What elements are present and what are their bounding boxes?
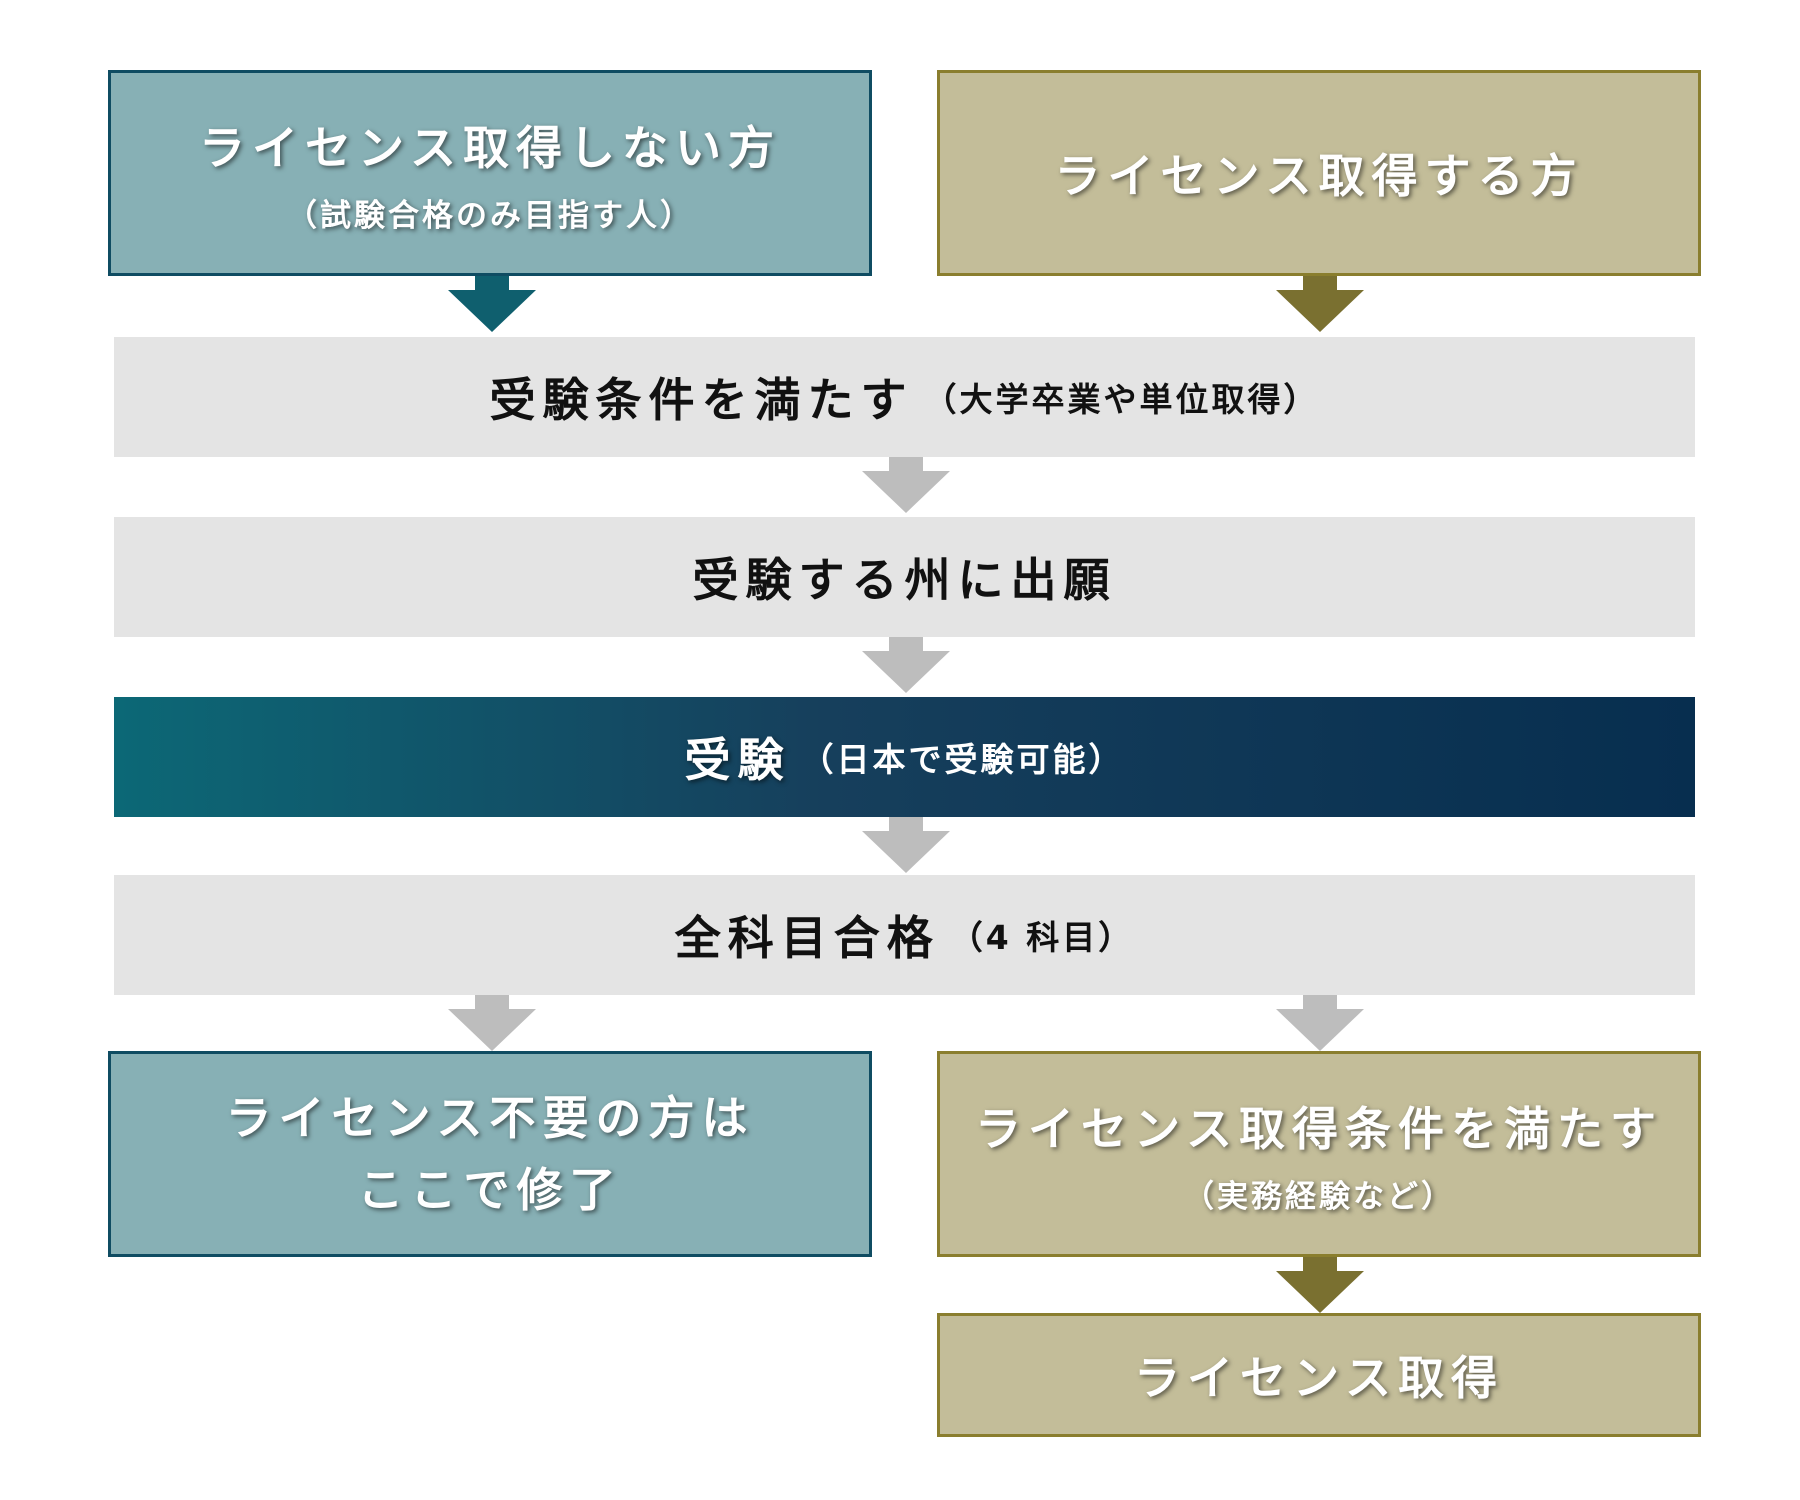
step-eligibility-note: （大学卒業や単位取得）: [923, 380, 1320, 419]
box-license-requirements-subtitle: （実務経験など）: [1183, 1178, 1455, 1215]
arrow-down-grey-right: [1276, 995, 1364, 1051]
box-no-license-subtitle: （試験合格のみ目指す人）: [286, 197, 694, 234]
box-no-license-title: ライセンス取得しない方: [198, 120, 782, 175]
step-exam: 受験 （日本で受験可能）: [114, 697, 1695, 817]
step-apply-state: 受験する州に出願: [114, 517, 1695, 637]
step-pass-all-title: 全科目合格: [674, 911, 940, 965]
box-no-license: ライセンス取得しない方 （試験合格のみ目指す人）: [108, 70, 872, 276]
box-finish-line1: ライセンス不要の方は: [225, 1091, 755, 1145]
step-apply-state-title: 受験する州に出願: [692, 553, 1117, 607]
step-exam-note: （日本で受験可能）: [800, 740, 1125, 779]
box-license-obtained-title: ライセンス取得: [1133, 1351, 1505, 1405]
arrow-down-grey-1: [862, 457, 950, 513]
step-pass-all: 全科目合格 （4 科目）: [114, 875, 1695, 995]
arrow-down-teal: [448, 276, 536, 332]
step-eligibility-title: 受験条件を満たす: [489, 373, 914, 427]
box-license: ライセンス取得する方: [937, 70, 1701, 276]
box-finish-line2: ここで修了: [357, 1163, 623, 1217]
arrow-down-grey-left: [448, 995, 536, 1051]
box-license-requirements-title: ライセンス取得条件を満たす: [974, 1101, 1664, 1156]
arrow-down-khaki: [1276, 276, 1364, 332]
box-license-title: ライセンス取得する方: [1054, 149, 1584, 203]
step-pass-all-note: （4 科目）: [949, 918, 1135, 957]
step-exam-title: 受験: [684, 733, 791, 787]
arrow-down-grey-3: [862, 817, 950, 873]
arrow-down-grey-2: [862, 637, 950, 693]
box-license-requirements: ライセンス取得条件を満たす （実務経験など）: [937, 1051, 1701, 1257]
arrow-down-khaki-2: [1276, 1257, 1364, 1313]
box-license-obtained: ライセンス取得: [937, 1313, 1701, 1437]
box-finish-no-license: ライセンス不要の方は ここで修了: [108, 1051, 872, 1257]
step-eligibility: 受験条件を満たす （大学卒業や単位取得）: [114, 337, 1695, 457]
